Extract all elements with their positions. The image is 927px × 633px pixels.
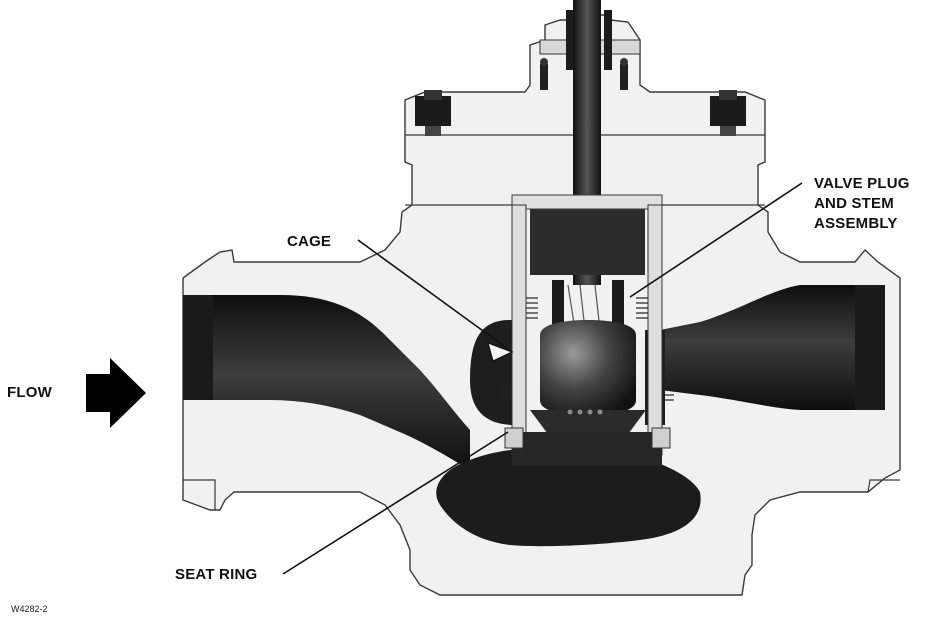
flow-arrow (86, 358, 146, 428)
right-bonnet-bolt (710, 90, 746, 136)
cage-left-wall (511, 204, 527, 456)
valve-plug-label-line-3: ASSEMBLY (814, 215, 898, 232)
inlet-flow-passage (183, 295, 470, 470)
cage-right-wall (647, 204, 663, 456)
lower-flow-passage (436, 447, 701, 547)
valve-plug-label-line-2: AND STEM (814, 195, 894, 212)
valve-plug (540, 320, 636, 415)
left-bonnet-bolt (415, 90, 451, 136)
bonnet-guide (530, 200, 645, 275)
right-flange-step (867, 479, 900, 493)
leader-lines (282, 182, 803, 575)
flow-label: FLOW (7, 384, 52, 401)
cage-springs (500, 297, 674, 401)
valve-body (182, 14, 901, 596)
outlet-flow-passage (660, 285, 885, 410)
seat-ring-leader (282, 431, 509, 575)
cage-leader (357, 239, 513, 353)
valve-plug-leader (629, 182, 803, 298)
cage-label: CAGE (287, 233, 332, 250)
left-flange-step (183, 479, 216, 510)
valve-plug-label-line-1: VALVE PLUG (814, 175, 910, 192)
seat-ring-label: SEAT RING (175, 566, 258, 583)
figure-code: W4282-2 (11, 604, 48, 614)
seat-ring (512, 432, 662, 466)
cage-arrowhead (487, 342, 514, 362)
